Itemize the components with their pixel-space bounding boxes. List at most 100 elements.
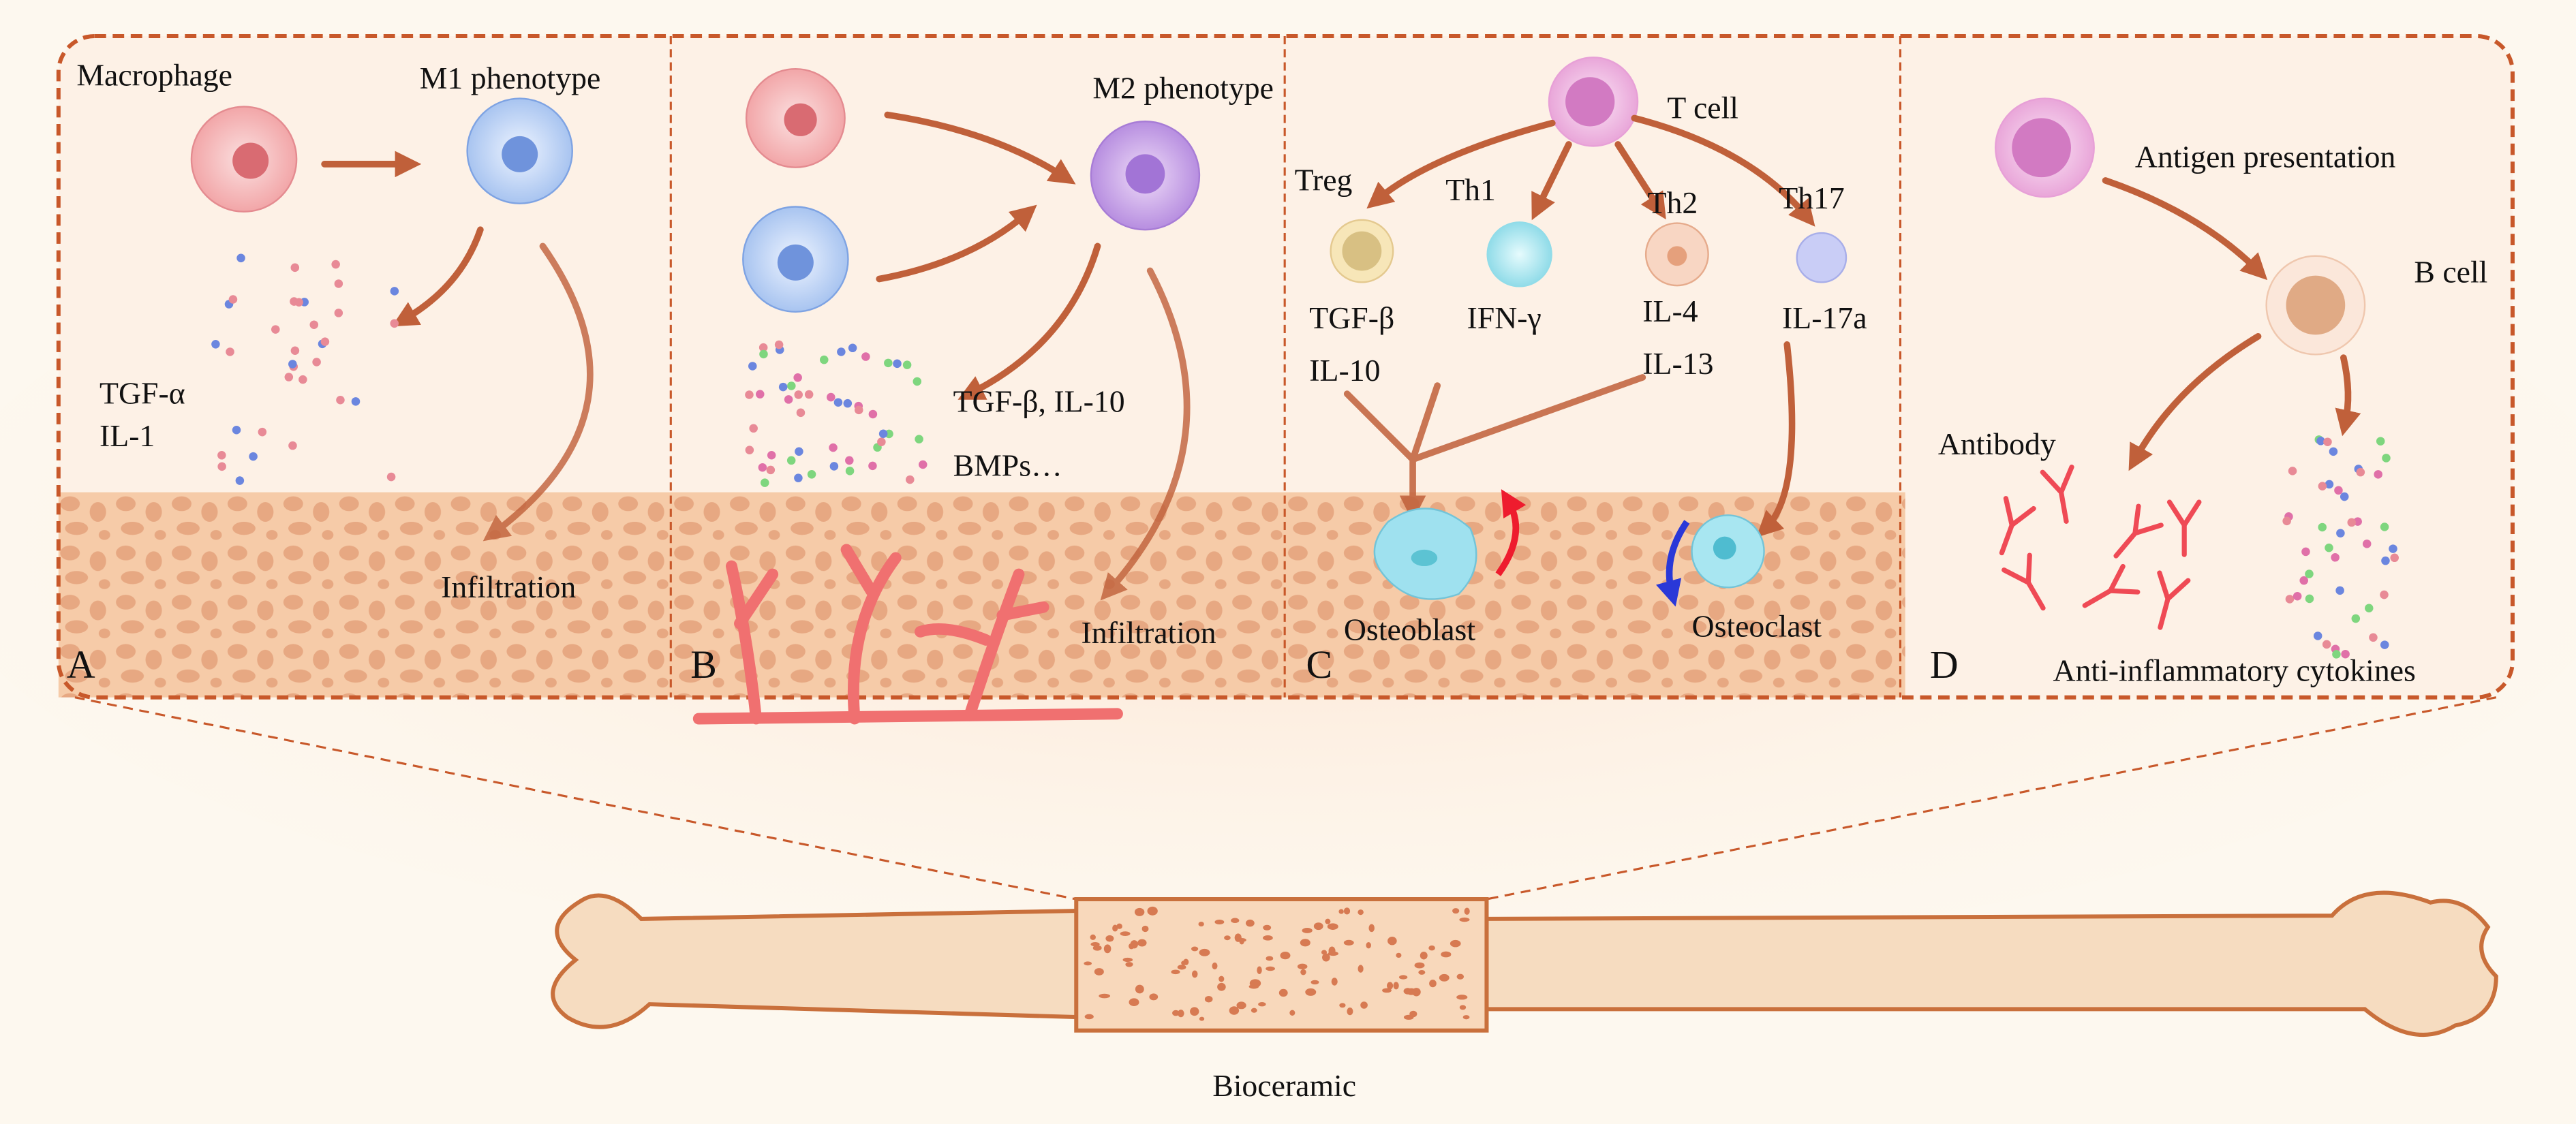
bone-pore	[1191, 946, 1199, 952]
cytokine-dot	[390, 287, 399, 296]
bone-pore	[1103, 944, 1111, 954]
cytokine-dot	[336, 395, 345, 405]
m2-label: M2 phenotype	[1092, 71, 1274, 106]
cytokine-dot	[845, 456, 854, 465]
cytokine-dot	[807, 470, 816, 479]
cytokine-label: IL-13	[1642, 346, 1713, 381]
bone-pore	[1181, 961, 1187, 965]
bone-pore	[1141, 925, 1149, 933]
cytokine-dot	[312, 358, 321, 366]
arrow-to-antibody	[2128, 332, 2262, 471]
cytokine-dot	[843, 399, 853, 408]
cytokine-label: IL-4	[1642, 294, 1698, 328]
bone-pore	[1452, 908, 1460, 914]
bone-pore	[1328, 951, 1338, 956]
nucleus	[232, 142, 269, 179]
bone-left-end	[551, 893, 1087, 1029]
cytokine-dot	[2356, 467, 2365, 477]
antibody-icon	[2113, 503, 2164, 559]
cytokine-dot	[288, 441, 297, 450]
bone-pore	[1177, 965, 1186, 970]
cytokine-dot	[787, 381, 796, 390]
cytokine-dot	[2351, 614, 2361, 623]
antibody-icon	[2166, 499, 2202, 557]
panel-letter: A	[67, 642, 95, 687]
bone-pore	[1414, 962, 1425, 969]
cytokine-dot	[2389, 544, 2397, 553]
bone-pore	[1450, 939, 1461, 948]
cytokine-dot	[2313, 631, 2322, 640]
arrows-to-osteoblast	[1343, 374, 1646, 509]
cytokine-dot	[877, 437, 886, 446]
cytokine-dot	[774, 340, 784, 349]
cytokine-dot	[2347, 518, 2357, 527]
bone-pore	[1099, 993, 1111, 999]
panel-d: Antigen presentation B cell Antibody Ant…	[1930, 97, 2487, 688]
factors-label: BMPs…	[953, 448, 1062, 483]
bone-pore	[1459, 917, 1470, 922]
panel-c: T cell Treg Th1 Th2 Th17 TGF-β IL-10 IFN…	[1295, 57, 1867, 687]
cytokine-dots	[211, 253, 399, 485]
cytokine-dot	[829, 462, 839, 471]
bone-pore	[1368, 924, 1375, 933]
bone-pore	[1199, 948, 1210, 956]
cytokine-dot	[2329, 447, 2338, 456]
factors-label: TGF-β, IL-10	[953, 384, 1125, 419]
cytokine-dot	[2382, 454, 2391, 463]
arrow-infiltration-b	[1100, 267, 1191, 601]
bone-pore	[1149, 993, 1159, 1001]
cytokine-label: IL-10	[1309, 353, 1380, 388]
nucleus	[1667, 246, 1687, 266]
antigen-label: Antigen presentation	[2135, 140, 2396, 174]
cytokine-dot	[2365, 604, 2374, 613]
cytokine-dot	[2362, 540, 2372, 548]
cytokine-label: TGF-β	[1309, 300, 1394, 335]
cytokine-dot	[2341, 649, 2350, 659]
bone-pore	[1462, 1015, 1470, 1020]
bone-pore	[1322, 953, 1330, 962]
cytokine-dot	[334, 309, 343, 317]
bone-pore	[1116, 923, 1122, 929]
cytokine-dot	[2318, 482, 2327, 490]
bone-pore	[1229, 1006, 1240, 1015]
osteoblast-label: Osteoblast	[1344, 612, 1475, 646]
cytokine-dot	[2305, 569, 2314, 578]
cytokine-dot	[913, 377, 922, 386]
bone-pore	[1094, 968, 1104, 975]
cytokine-dot	[294, 298, 303, 307]
arrow-to-th17	[1631, 114, 1815, 227]
bone-pore	[1343, 907, 1351, 915]
cytokine-dot	[761, 478, 769, 487]
nucleus	[1565, 77, 1615, 127]
nucleus	[1411, 549, 1438, 567]
antibody-icon	[2157, 570, 2191, 630]
cytokine-dot	[804, 390, 814, 399]
arrow-to-cytokines	[2335, 354, 2361, 437]
cytokine-label: TGF-α	[99, 376, 185, 411]
cytokine-dot	[845, 467, 855, 475]
osteoclast-label: Osteoclast	[1692, 609, 1822, 644]
antibody-label: Antibody	[1938, 426, 2056, 461]
bone-pore	[1418, 969, 1426, 975]
arrow-to-th2	[1614, 141, 1666, 220]
th17-cell	[1796, 232, 1847, 283]
arrow-m1-to-cytokines	[391, 226, 484, 327]
bone-pore	[1130, 940, 1138, 949]
cytokine-dot	[351, 397, 361, 406]
cytokine-dot	[211, 340, 220, 349]
bone-pore	[1217, 982, 1226, 991]
bone-pore	[1224, 935, 1231, 941]
bone-pore	[1218, 975, 1225, 982]
cytokine-dot	[868, 461, 877, 471]
zoom-line-right	[1486, 696, 2497, 901]
cytokine-dot	[2288, 467, 2297, 475]
b-cell-label: B cell	[2414, 254, 2487, 289]
cytokine-dot	[309, 320, 319, 329]
cytokine-dot	[745, 390, 754, 399]
cytokine-dot	[837, 347, 846, 356]
cytokine-dot	[756, 390, 765, 399]
nucleus	[2012, 118, 2071, 178]
bone-pore	[1459, 1005, 1467, 1010]
arrow-to-osteoclast	[1756, 341, 1796, 537]
